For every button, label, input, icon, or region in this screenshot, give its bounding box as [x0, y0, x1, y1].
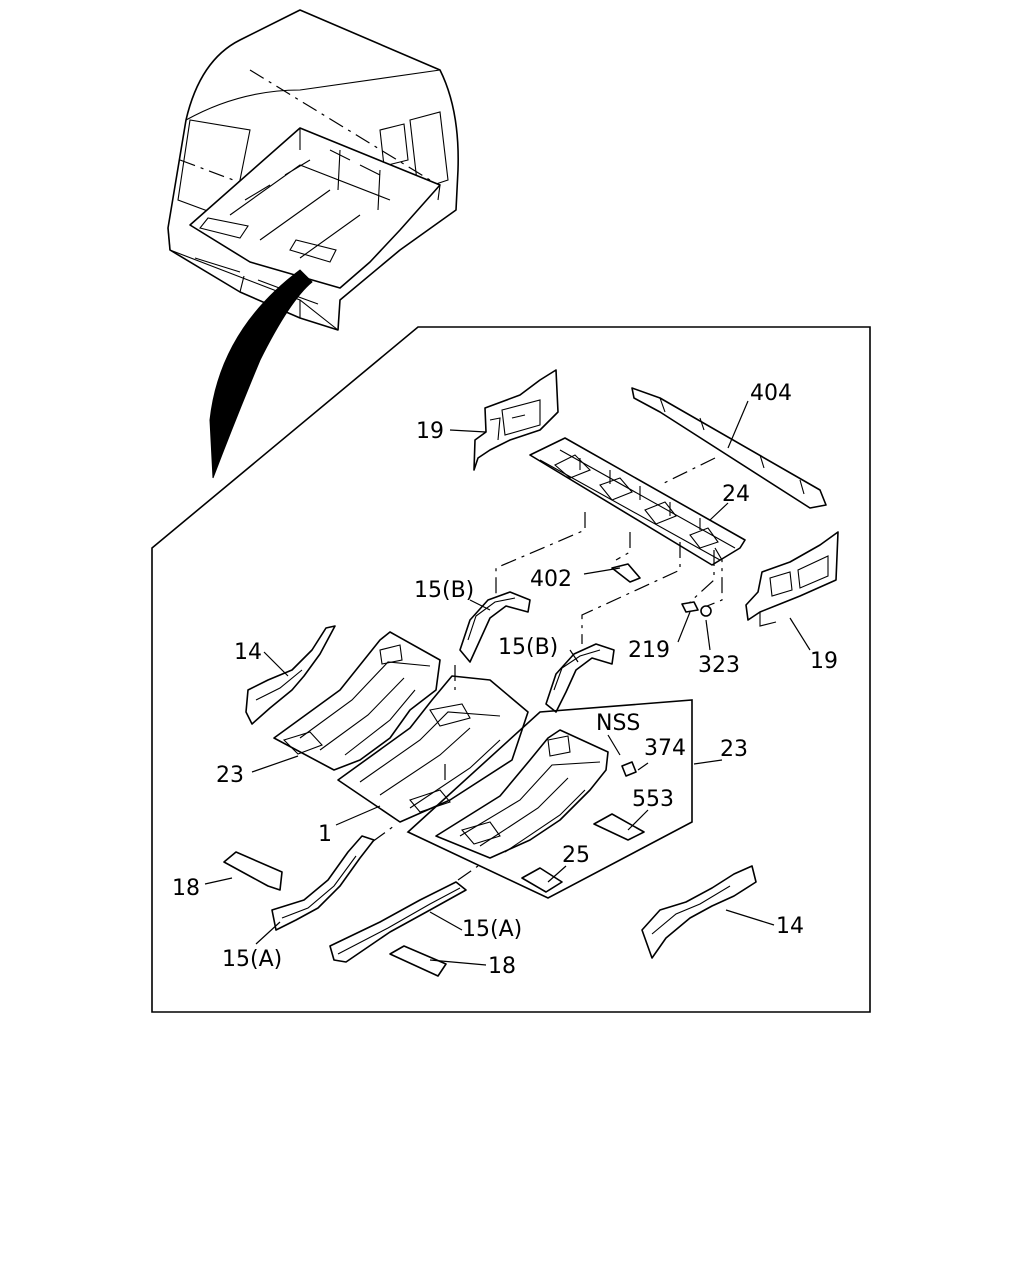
- part-402-bracket: [611, 563, 641, 583]
- callout-18-bottom: 18: [488, 954, 516, 979]
- part-23-left-floor: [273, 631, 441, 771]
- callout-14-right: 14: [776, 914, 804, 939]
- part-23-right-floor: [435, 729, 609, 859]
- part-14-left-rail: [245, 625, 336, 725]
- part-219-clip: [681, 601, 699, 613]
- nss-group-frame: [406, 699, 693, 899]
- part-374-clip: [621, 761, 637, 777]
- assembly-guide-lines: [371, 457, 723, 881]
- part-14-right-rail: [641, 865, 757, 959]
- exploded-view-frame: [151, 326, 871, 1013]
- callout-23-right: 23: [720, 737, 748, 762]
- part-19-right-side-panel: [745, 531, 839, 627]
- leader-lines: [204, 400, 811, 966]
- zoom-arrow: [209, 269, 313, 479]
- callout-15a-left: 15(A): [222, 947, 282, 972]
- callout-15a-right: 15(A): [462, 917, 522, 942]
- part-15a-right-rail: [329, 881, 467, 963]
- callout-nss: NSS: [596, 711, 640, 736]
- callout-labels: 404 19 24 402 15(B) 15(B) 219 323 19 14 …: [172, 381, 838, 979]
- callout-323: 323: [698, 653, 740, 678]
- part-1-center-floor: [337, 675, 529, 823]
- part-19-upper-side-panel: [473, 369, 559, 471]
- part-553-bracket: [593, 813, 645, 841]
- callout-24: 24: [722, 482, 750, 507]
- callout-19-top: 19: [416, 419, 444, 444]
- callout-25: 25: [562, 843, 590, 868]
- callout-374: 374: [644, 736, 686, 761]
- callout-23-left: 23: [216, 763, 244, 788]
- callout-19-right: 19: [810, 649, 838, 674]
- part-404-crossmember: [631, 387, 827, 509]
- part-15b-right-bracket: [545, 643, 615, 713]
- part-18-bottom-bracket: [389, 945, 447, 977]
- callout-1: 1: [318, 822, 332, 847]
- part-15a-left-rail: [271, 835, 375, 931]
- part-323-grommet: [700, 605, 712, 617]
- callout-404: 404: [750, 381, 792, 406]
- part-24-rear-floor-panel: [529, 437, 746, 566]
- callout-14-left: 14: [234, 640, 262, 665]
- callout-402: 402: [530, 567, 572, 592]
- callout-18-left: 18: [172, 876, 200, 901]
- vehicle-cab-overview: [167, 9, 459, 331]
- part-25-bracket: [521, 867, 563, 893]
- callout-15b-left: 15(B): [414, 578, 474, 603]
- callout-15b-right: 15(B): [498, 635, 558, 660]
- callout-219: 219: [628, 638, 670, 663]
- part-18-left-bracket: [223, 851, 283, 891]
- callout-553: 553: [632, 787, 674, 812]
